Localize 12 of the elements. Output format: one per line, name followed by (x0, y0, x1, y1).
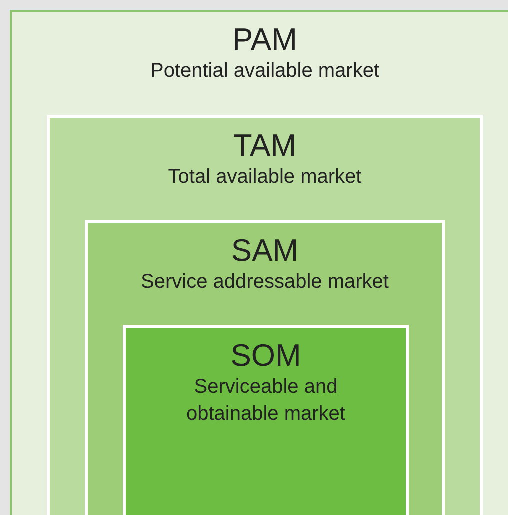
box-description: Total available market (168, 165, 362, 190)
box-heading: PAM (232, 22, 298, 58)
market-box (10, 10, 508, 515)
market-box (47, 115, 483, 515)
box-heading: SAM (231, 233, 299, 269)
box-description: Potential available market (150, 59, 380, 84)
box-heading: TAM (233, 128, 297, 164)
box-description: Serviceable and obtainable market (186, 375, 346, 427)
market-box (123, 325, 409, 515)
box-heading: SOM (230, 338, 302, 374)
box-description: Service addressable market (141, 270, 389, 295)
market-box (85, 220, 445, 515)
